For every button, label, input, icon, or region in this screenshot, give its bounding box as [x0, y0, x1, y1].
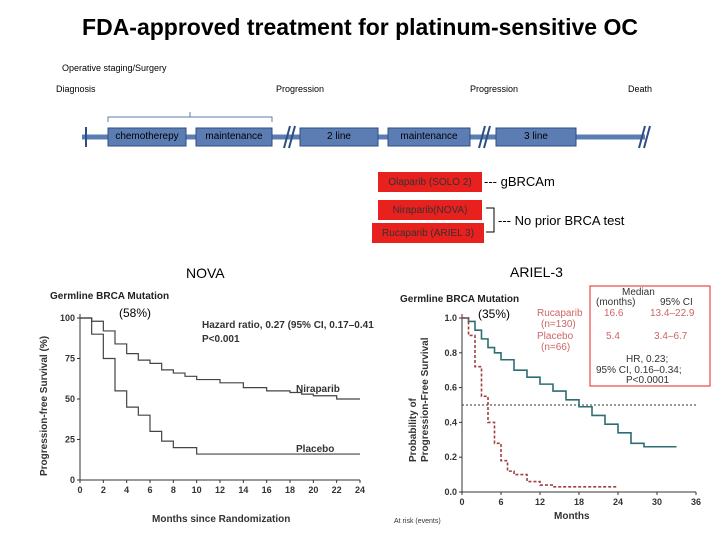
y-tick-label: 100	[60, 313, 75, 323]
series-label-placebo: Placebo	[296, 444, 334, 455]
diagnosis-label: Diagnosis	[56, 84, 96, 94]
ariel-hr3: P<0.0001	[626, 375, 670, 386]
x-tick-label: 12	[215, 485, 225, 495]
no-brca-note: --- No prior BRCA test	[498, 213, 625, 228]
x-tick-label: 2	[101, 485, 106, 495]
x-tick-label: 16	[262, 485, 272, 495]
ariel-legend-box	[589, 285, 711, 387]
x-tick-label: 24	[613, 497, 623, 507]
ariel-at-risk: At risk (events)	[394, 518, 441, 525]
nova-xlabel: Months since Randomization	[152, 514, 290, 525]
series-line-placebo	[462, 317, 618, 488]
progression1-label: Progression	[276, 84, 325, 94]
seg-second-line: 2 line	[327, 131, 351, 142]
maintenance-box-2	[387, 127, 471, 147]
nova-title: NOVA	[186, 265, 225, 281]
x-tick-label: 22	[332, 485, 342, 495]
chemo-box	[107, 127, 187, 147]
nova-subtitle: Germline BRCA Mutation	[50, 291, 169, 302]
y-tick-label: 75	[65, 354, 75, 364]
x-tick-label: 18	[285, 485, 295, 495]
y-tick-label: 0	[70, 475, 75, 485]
x-tick-label: 8	[171, 485, 176, 495]
x-tick-label: 12	[535, 497, 545, 507]
bracket	[486, 207, 495, 233]
legend-ruca-median: 16.6	[604, 308, 624, 319]
x-tick-label: 30	[652, 497, 662, 507]
legend-months-h: (months)	[596, 297, 635, 308]
ariel-chart: Germline BRCA Mutation (35%) Probability…	[394, 285, 711, 525]
ariel-ylabel-line2: Progression-Free Survival	[420, 337, 431, 462]
ariel-xlabel: Months	[554, 511, 590, 522]
x-tick-label: 18	[574, 497, 584, 507]
legend-median-h: Median	[622, 287, 655, 298]
third-line-box	[495, 127, 577, 147]
seg-maintenance-1: maintenance	[205, 131, 263, 142]
ariel-hr2: 95% CI, 0.16–0.34;	[596, 365, 682, 376]
legend-ci-h: 95% CI	[660, 297, 693, 308]
page-title: FDA-approved treatment for platinum-sens…	[82, 14, 638, 40]
nova-hazard: Hazard ratio, 0.27 (95% CI, 0.17–0.41)	[202, 320, 374, 331]
brace	[107, 112, 273, 122]
progression2-label: Progression	[470, 84, 519, 94]
x-tick-label: 36	[691, 497, 701, 507]
series-label-niraparib: Niraparib	[296, 384, 340, 395]
x-tick-label: 4	[124, 485, 129, 495]
legend-ruca-name: Rucaparib	[537, 308, 583, 319]
seg-third-line: 3 line	[524, 131, 548, 142]
seg-maintenance-2: maintenance	[400, 131, 458, 142]
second-line-box	[299, 127, 379, 147]
y-tick-label: 25	[65, 435, 75, 445]
ariel-subtitle: Germline BRCA Mutation	[400, 294, 519, 305]
x-tick-label: 20	[308, 485, 318, 495]
x-tick-label: 0	[459, 497, 464, 507]
y-tick-label: 0.4	[444, 417, 457, 427]
legend-pla-median: 5.4	[606, 331, 620, 342]
legend-ruca-n: (n=130)	[541, 319, 576, 330]
y-tick-label: 0.0	[444, 487, 457, 497]
x-tick-label: 10	[192, 485, 202, 495]
y-tick-label: 0.2	[444, 452, 457, 462]
x-tick-label: 14	[238, 485, 248, 495]
x-tick-label: 24	[355, 485, 365, 495]
x-tick-label: 0	[77, 485, 82, 495]
ariel-hr1: HR, 0.23;	[626, 354, 668, 365]
y-tick-label: 0.8	[444, 348, 457, 358]
y-tick-label: 0.6	[444, 383, 457, 393]
nova-p: P<0.001	[202, 334, 240, 345]
series-line-placebo	[80, 317, 360, 455]
ariel-ylabel-line1: Probability of	[408, 397, 419, 462]
ariel-annotation: (35%)	[478, 307, 510, 321]
x-tick-label: 6	[147, 485, 152, 495]
death-label: Death	[628, 84, 653, 94]
nova-chart: Germline BRCA Mutation (58%) Hazard rati…	[39, 291, 374, 525]
legend-ruca-ci: 13.4–22.9	[650, 308, 695, 319]
nova-ylabel: Progression-free Survival (%)	[39, 336, 50, 476]
seg-chemo: chemotherepy	[115, 131, 179, 142]
niraparib-box: Niraparib(NOVA)	[378, 200, 482, 220]
series-line-rucaparib	[462, 317, 677, 448]
break-marks	[283, 125, 651, 149]
series-line-niraparib	[80, 317, 360, 400]
y-tick-label: 50	[65, 394, 75, 404]
maintenance-box-1	[195, 127, 273, 147]
legend-pla-n: (n=66)	[541, 342, 570, 353]
rucaparib-box: Rucaparib (ARIEL 3)	[372, 223, 484, 243]
nova-annotation: (58%)	[119, 306, 151, 320]
timeline-graphic	[82, 112, 651, 149]
ariel-title: ARIEL-3	[510, 264, 563, 280]
gbrca-note: --- gBRCAm	[484, 174, 555, 189]
x-tick-label: 6	[498, 497, 503, 507]
olaparib-box: Olaparib (SOLO 2)	[378, 172, 482, 192]
legend-pla-name: Placebo	[537, 331, 574, 342]
y-tick-label: 1.0	[444, 313, 457, 323]
staging-label: Operative staging/Surgery	[62, 63, 167, 73]
legend-pla-ci: 3.4–6.7	[654, 331, 688, 342]
